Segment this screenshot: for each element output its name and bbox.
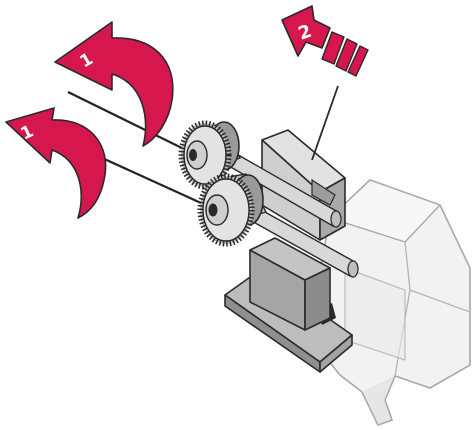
shaft-upper-end xyxy=(331,211,341,227)
knob-upper-hole xyxy=(189,149,197,161)
step-1-rotation-arrow-lower: 1 xyxy=(6,108,106,218)
adjusting-knob-lower xyxy=(200,174,266,244)
leader-line xyxy=(312,86,338,160)
knob-lower-hole xyxy=(209,204,218,217)
shaft-lower-end xyxy=(348,261,358,277)
